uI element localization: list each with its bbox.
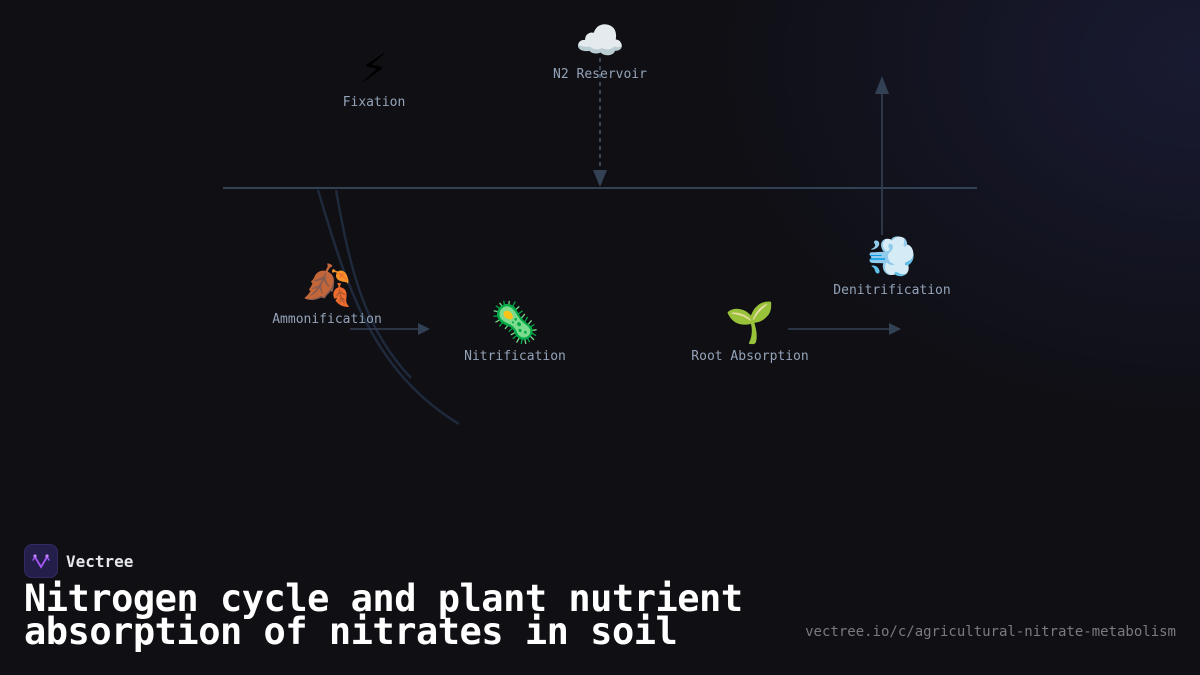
root-curve-outer bbox=[316, 189, 460, 426]
wind-icon: 💨 bbox=[867, 234, 917, 280]
microbe-icon: 🦠 bbox=[490, 300, 540, 346]
brand-name: Vectree bbox=[66, 551, 134, 571]
source-url[interactable]: vectree.io/c/agricultural-nitrate-metabo… bbox=[805, 624, 1176, 640]
node-denitrification[interactable]: 💨 Denitrification bbox=[833, 233, 950, 298]
node-n2-reservoir[interactable]: ☁️ N2 Reservoir bbox=[553, 17, 647, 82]
brand[interactable]: Vectree bbox=[24, 544, 133, 578]
node-label: Fixation bbox=[342, 95, 406, 110]
node-label: Root Absorption bbox=[691, 349, 809, 364]
lightning-icon: ⚡ bbox=[359, 46, 389, 92]
node-label: Denitrification bbox=[833, 283, 951, 298]
node-nitrification[interactable]: 🦠 Nitrification bbox=[464, 299, 566, 364]
node-label: Ammonification bbox=[272, 312, 382, 327]
fallen-leaves-icon: 🍂 bbox=[302, 263, 352, 309]
node-root-absorption[interactable]: 🌱 Root Absorption bbox=[691, 299, 808, 364]
root-curve-inner bbox=[334, 189, 412, 379]
node-label: N2 Reservoir bbox=[553, 67, 647, 82]
page-title: Nitrogen cycle and plant nutrient absorp… bbox=[24, 577, 743, 653]
node-label: Nitrification bbox=[464, 349, 566, 364]
cloud-icon: ☁️ bbox=[575, 18, 625, 64]
node-ammonification[interactable]: 🍂 Ammonification bbox=[272, 262, 382, 327]
node-fixation[interactable]: ⚡ Fixation bbox=[343, 45, 406, 110]
vectree-logo-icon bbox=[24, 544, 58, 578]
seedling-icon: 🌱 bbox=[725, 300, 775, 346]
